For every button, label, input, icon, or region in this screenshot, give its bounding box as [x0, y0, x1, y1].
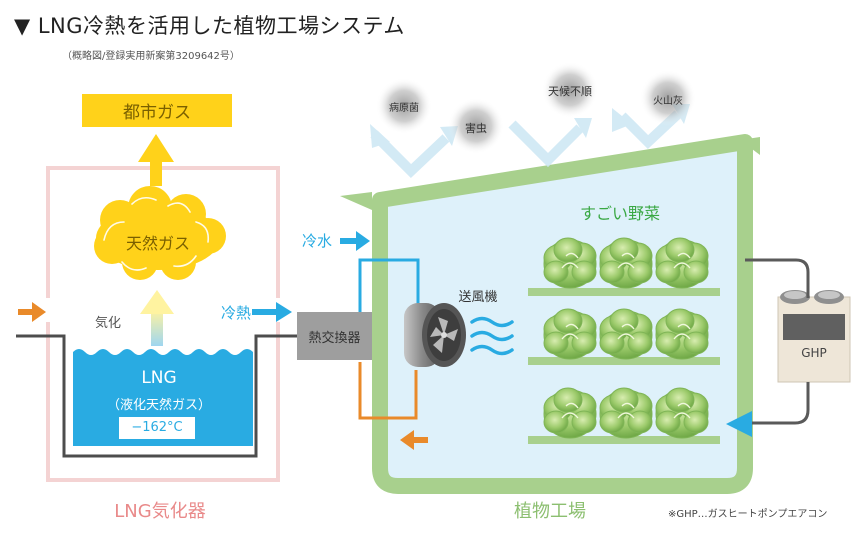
heat-exchanger-box: [297, 312, 372, 360]
vaporizer-label: LNG気化器: [114, 501, 206, 522]
cold-water-pipe: [358, 258, 420, 336]
pathogen-cloud: [376, 78, 432, 134]
cold-water-label: 冷水: [301, 232, 332, 250]
lettuce: [655, 308, 709, 360]
temperature-badge: [119, 417, 195, 439]
natural-gas-label: 天然ガス: [125, 234, 190, 253]
lettuce: [655, 237, 709, 289]
cold-water-arrow: [340, 238, 358, 244]
vaporization-label: 気化: [94, 316, 121, 331]
return-arrow: [412, 437, 428, 443]
natural-gas-cloud: [94, 186, 226, 280]
lettuce: [599, 308, 653, 360]
return-water-pipe: [358, 362, 418, 420]
city-gas-label: 都市ガス: [123, 103, 191, 123]
threat-volcanic-ash: 火山灰: [653, 96, 683, 107]
lettuce: [599, 237, 653, 289]
lettuce: [599, 387, 653, 439]
blower-fan: [404, 303, 466, 367]
lettuce-group: [543, 237, 709, 439]
shelf-bottom: [528, 436, 720, 444]
footnote: ※GHP…ガスヒートポンプエアコン: [668, 509, 828, 520]
lng-tank-outline: [16, 334, 298, 458]
page-subtitle: （概略図/登録実用新案第3209642号）: [62, 51, 240, 62]
lettuce: [655, 387, 709, 439]
cold-energy-arrow: [252, 309, 278, 315]
threat-weather: 天候不順: [548, 85, 592, 98]
vaporization-arrow: [151, 310, 163, 346]
airflow-waves: [470, 316, 514, 356]
vegetables-label: すごい野菜: [579, 204, 660, 223]
volcanic-ash-cloud: [640, 70, 696, 126]
shelf-middle: [528, 357, 720, 365]
ghp-return-arrow: [726, 411, 752, 437]
weather-cloud: [542, 62, 598, 118]
blower-label: 送風機: [458, 290, 498, 305]
city-gas-arrow: [150, 160, 162, 186]
lng-label: LNG: [141, 368, 177, 388]
heat-exchanger-label: 熱交換器: [308, 331, 361, 346]
pest-cloud: [448, 98, 504, 154]
vaporizer-loop: [46, 166, 280, 482]
lettuce: [543, 387, 597, 439]
threat-pathogen: 病原菌: [389, 103, 419, 114]
temperature-label: −162°C: [131, 420, 183, 435]
ghp-label: GHP: [801, 346, 827, 360]
lettuce: [543, 237, 597, 289]
shelf-top: [528, 288, 720, 296]
factory-label: 植物工場: [514, 501, 586, 522]
input-arrow: [18, 309, 34, 315]
page-title: ▼ LNG冷熱を活用した植物工場システム: [14, 14, 405, 38]
ghp-return-pipe: [748, 382, 810, 425]
lng-full-label: （液化天然ガス）: [106, 398, 211, 413]
threat-pest: 害虫: [465, 122, 487, 135]
city-gas-box: [82, 94, 232, 127]
ghp-supply-pipe: [745, 258, 810, 298]
lng-tank-water: [73, 349, 253, 446]
ghp-unit: [777, 290, 851, 383]
cold-energy-label: 冷熱: [220, 304, 251, 322]
lettuce: [543, 308, 597, 360]
